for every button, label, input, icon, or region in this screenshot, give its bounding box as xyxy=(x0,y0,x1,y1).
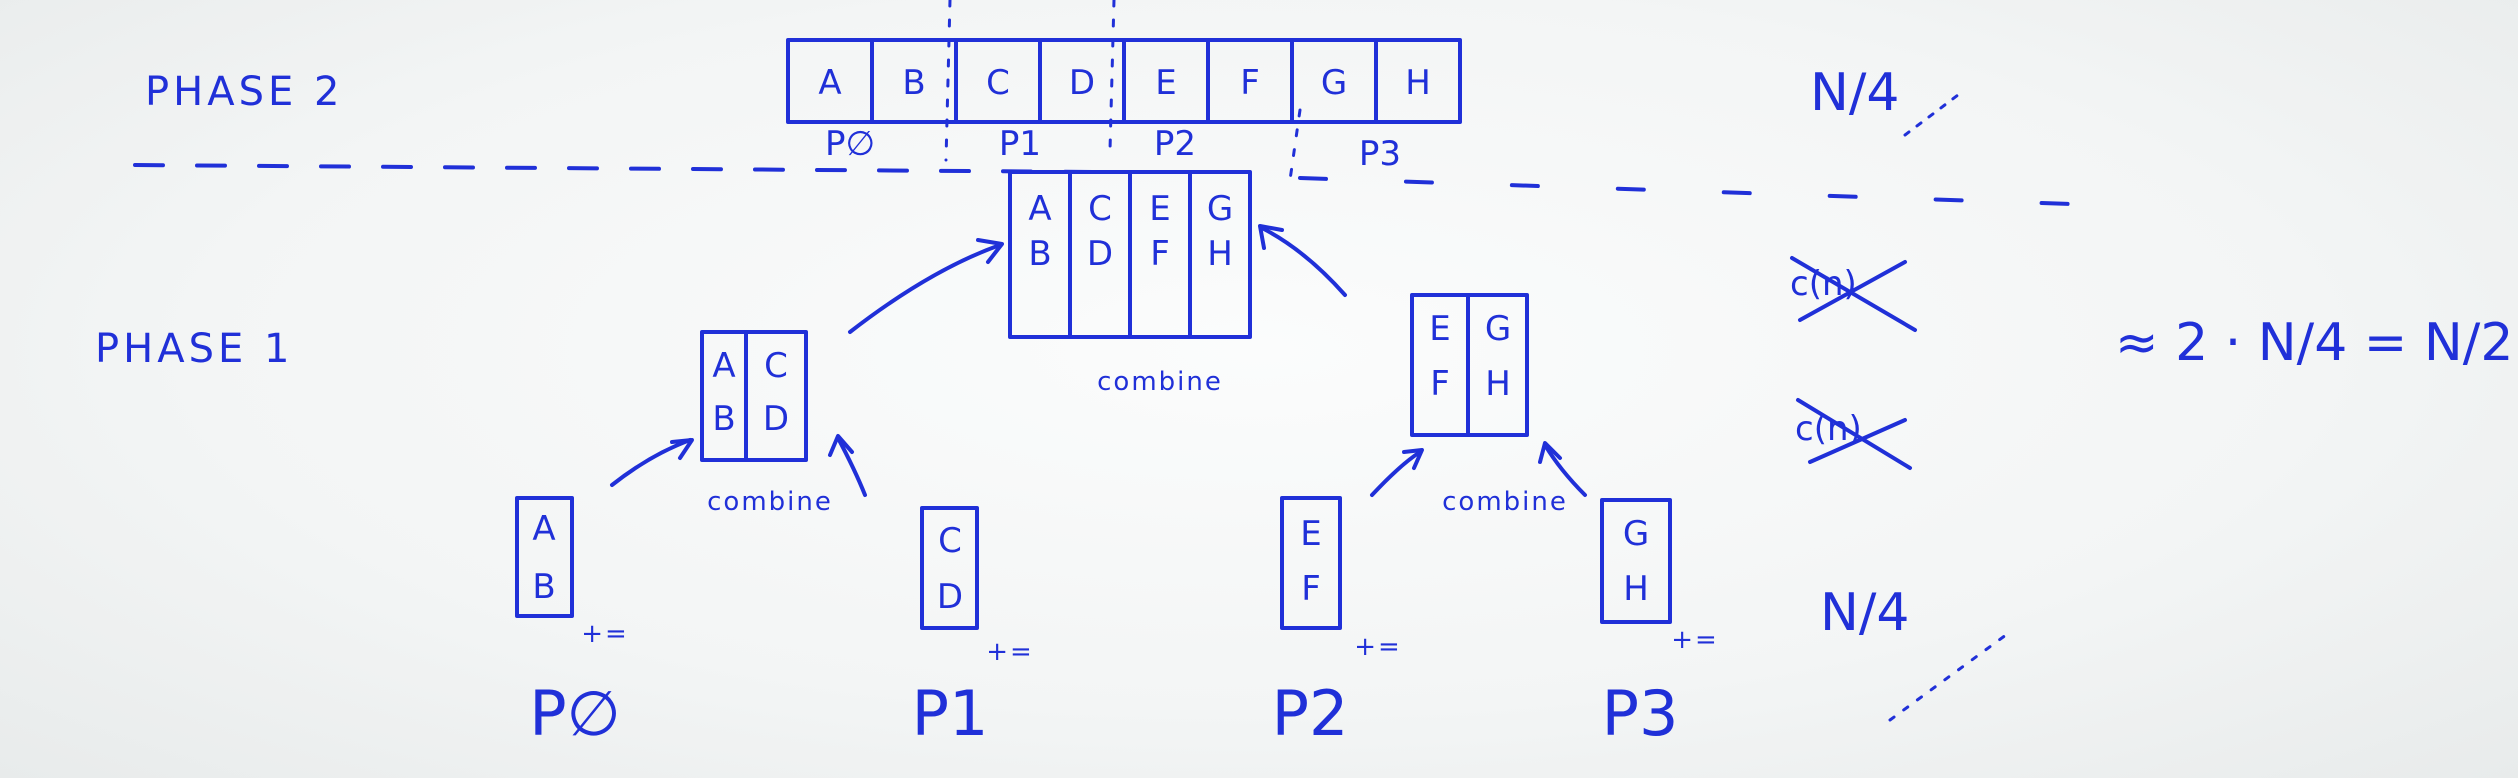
partition-label-p2: P2 xyxy=(1154,124,1196,164)
mid-cell-h: H xyxy=(1207,234,1233,274)
left-cell-c: C xyxy=(764,346,788,386)
mid-cell-f: F xyxy=(1150,234,1170,274)
arrow-left-to-mid xyxy=(848,243,1002,334)
leaf-p3-cell-g: G xyxy=(1623,514,1649,554)
leaf-p1-frame xyxy=(920,506,979,630)
arrow-p0-to-left xyxy=(610,438,692,487)
cost-top-trail xyxy=(1903,93,1960,137)
strike-1b xyxy=(1798,260,1907,322)
right-combine-label: combine xyxy=(1442,487,1568,517)
leaf-p2-proc: P2 xyxy=(1272,677,1349,750)
cost-bottom: N/4 xyxy=(1820,583,1910,643)
leaf-p3-cell-h: H xyxy=(1623,569,1649,609)
mid-combined-block: A B C D E F G H combine xyxy=(1008,170,1252,397)
arrows xyxy=(610,224,1587,497)
mid-cell-b: B xyxy=(1028,234,1051,274)
leaf-p1-proc: P1 xyxy=(912,677,989,750)
leaf-p0-op: += xyxy=(581,619,629,649)
partition-label-p0: P∅ xyxy=(825,124,875,164)
right-cell-h: H xyxy=(1485,364,1511,404)
leaf-p0-frame xyxy=(515,496,574,618)
leaf-p3-op: += xyxy=(1671,625,1719,655)
left-cell-a: A xyxy=(712,346,735,386)
leaf-p1-cell-d: D xyxy=(937,577,963,617)
strike-1 xyxy=(1790,256,1917,332)
top-cell-g: G xyxy=(1321,63,1347,103)
leaf-p1-op: += xyxy=(986,637,1034,667)
partition-label-p1: P1 xyxy=(999,124,1041,164)
top-cell-c: C xyxy=(986,63,1010,103)
mid-cell-g: G xyxy=(1207,189,1233,229)
mid-combine-label: combine xyxy=(1097,367,1223,397)
top-array: A B C D E F G H xyxy=(786,38,1462,124)
arrow-p1-to-left xyxy=(836,436,867,497)
top-cell-a: A xyxy=(818,63,841,103)
right-cell-f: F xyxy=(1430,364,1450,404)
mid-cell-c: C xyxy=(1088,189,1112,229)
leaf-p0-cell-b: B xyxy=(532,567,555,607)
arrow-right-to-mid xyxy=(1260,226,1347,297)
leaf-p0: A B += P∅ xyxy=(515,496,629,750)
left-block-frame xyxy=(700,330,808,462)
top-cell-f: F xyxy=(1240,63,1260,103)
mid-cell-d: D xyxy=(1087,234,1113,274)
top-cell-e: E xyxy=(1155,63,1176,103)
left-combined-block: A B C D combine xyxy=(700,330,833,517)
top-cell-b: B xyxy=(902,63,925,103)
right-cell-e: E xyxy=(1429,309,1450,349)
leaf-p3-frame xyxy=(1600,498,1672,624)
leaf-p1-cell-c: C xyxy=(938,521,962,561)
total-expression: ≈ 2 · N/4 = N/2 xyxy=(2115,313,2513,373)
cost-top: N/4 xyxy=(1810,63,1900,123)
leaf-p3-proc: P3 xyxy=(1602,677,1679,750)
leaf-p3: G H += P3 xyxy=(1600,498,1719,750)
leaf-p2-op: += xyxy=(1354,632,1402,662)
left-combine-label: combine xyxy=(707,487,833,517)
partition-label-p3: P3 xyxy=(1359,134,1401,174)
left-cell-d: D xyxy=(763,399,789,439)
leaf-p2-frame xyxy=(1280,496,1342,630)
right-cell-g: G xyxy=(1485,309,1511,349)
leaf-p1: C D += P1 xyxy=(912,506,1034,750)
leaf-p2-cell-e: E xyxy=(1300,514,1321,554)
mid-cell-e: E xyxy=(1149,189,1170,229)
phase-divider-right xyxy=(1298,176,2102,207)
strike-2b xyxy=(1808,418,1907,464)
phase1-label: PHASE 1 xyxy=(95,326,293,372)
phase-divider-left xyxy=(133,163,1102,174)
partition-dividers xyxy=(944,0,1302,182)
right-combined-block: E F G H combine xyxy=(1410,293,1568,517)
leaf-p2: E F += P2 xyxy=(1272,496,1402,750)
leaf-p2-cell-f: F xyxy=(1301,569,1321,609)
left-cell-b: B xyxy=(712,399,735,439)
arrow-p2-to-right xyxy=(1370,450,1422,497)
phase2-label: PHASE 2 xyxy=(145,69,343,115)
cost-struck-1: c(n) xyxy=(1790,264,1857,304)
arrow-p3-to-right xyxy=(1543,443,1587,497)
mid-cell-a: A xyxy=(1028,189,1051,229)
leaf-p0-cell-a: A xyxy=(532,509,555,549)
leaf-p0-proc: P∅ xyxy=(529,677,620,750)
strike-2 xyxy=(1796,398,1912,470)
top-cell-h: H xyxy=(1405,63,1431,103)
cost-bottom-trail xyxy=(1888,630,2012,722)
top-cell-d: D xyxy=(1069,63,1095,103)
